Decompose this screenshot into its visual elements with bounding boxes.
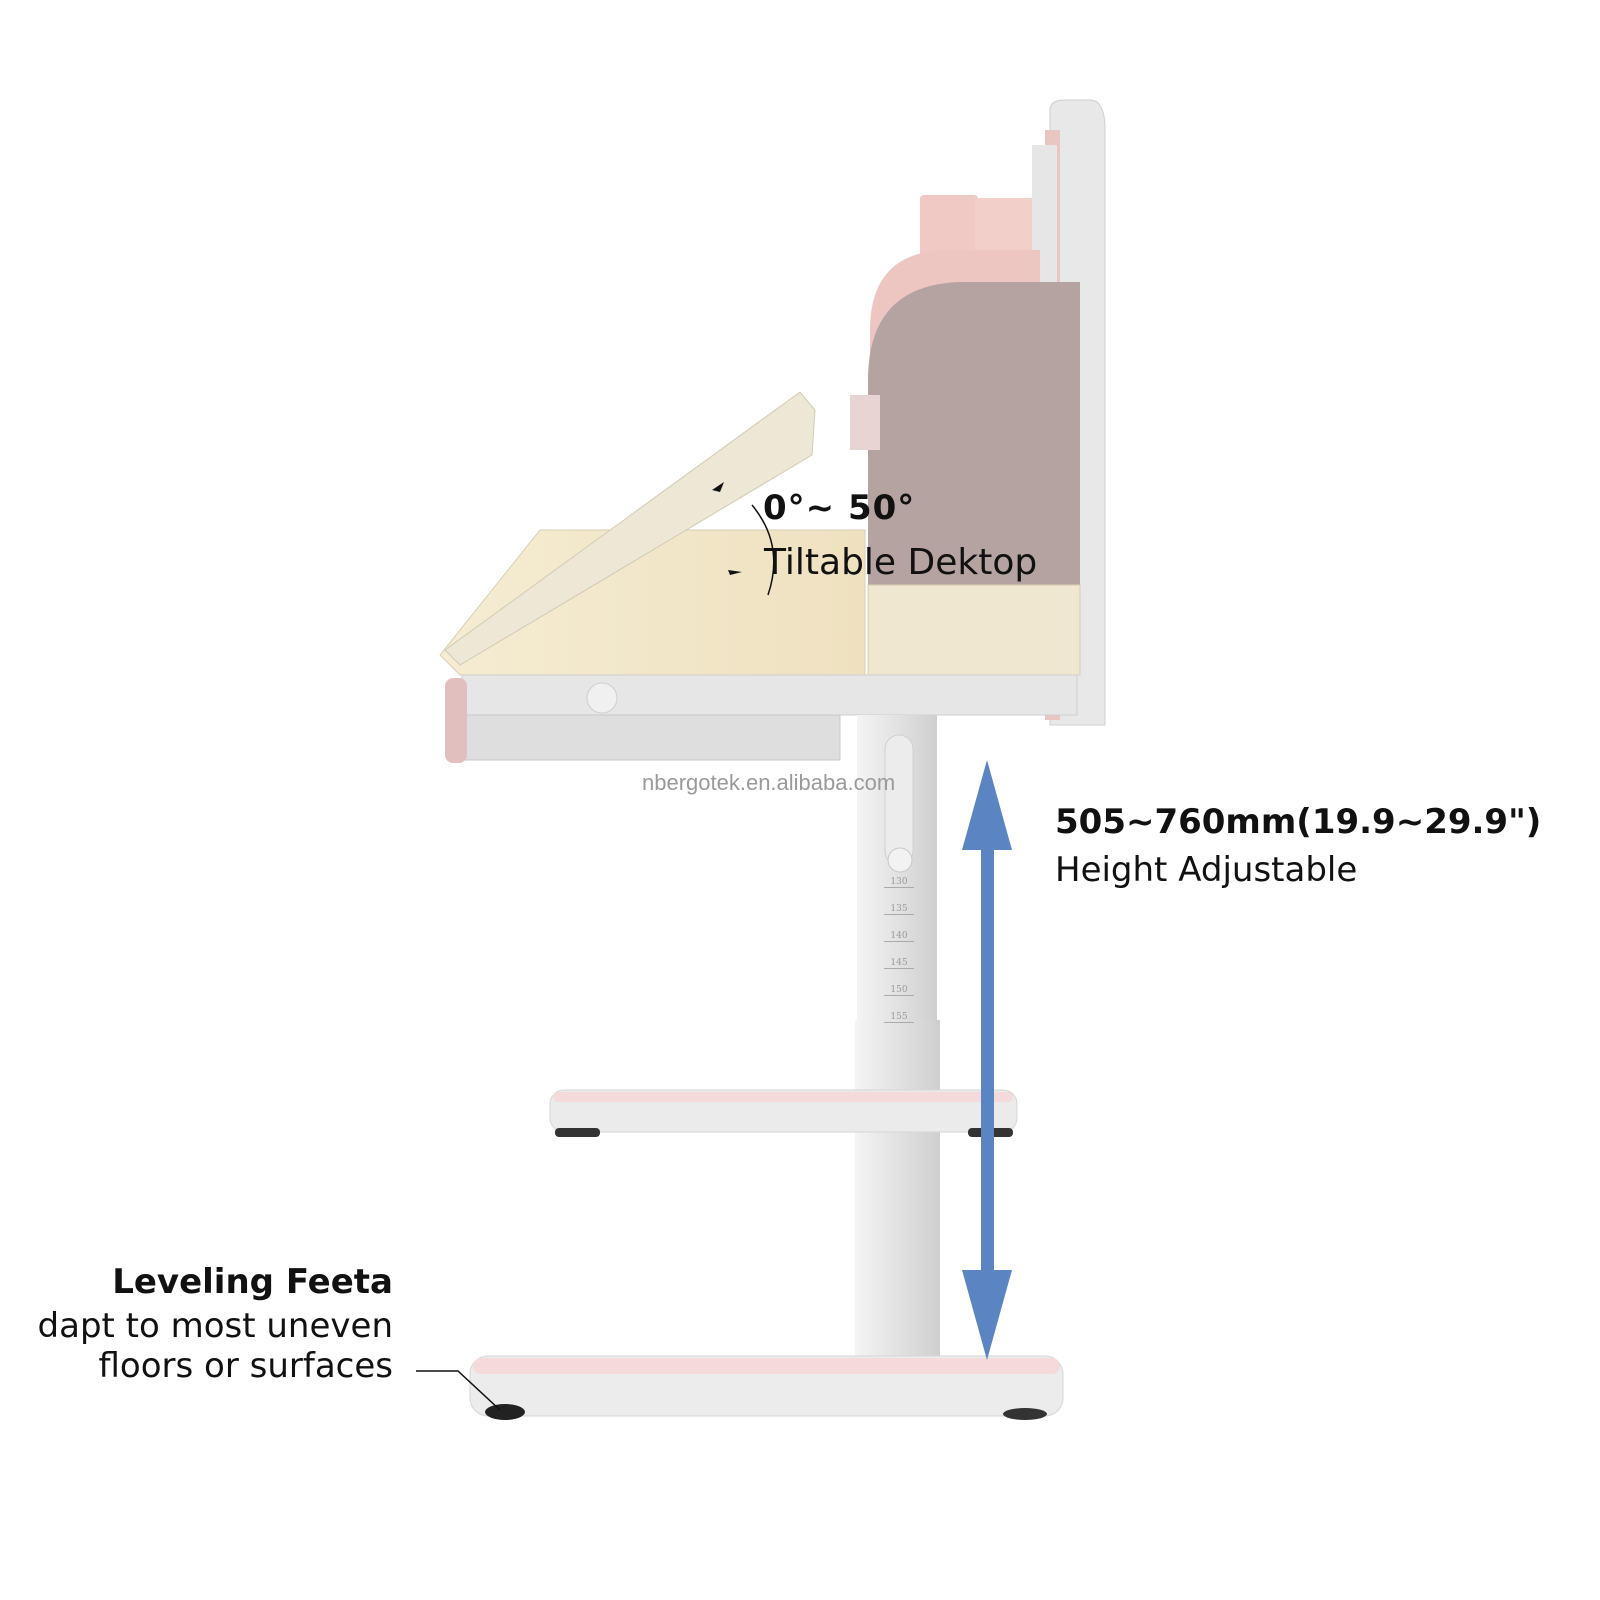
hutch-side [868, 282, 1080, 670]
angle-arc [751, 504, 775, 596]
tilt-knob [586, 682, 618, 714]
leveling-pointer [416, 1370, 501, 1411]
height-arrow [962, 760, 1012, 1360]
scale-mark: 150 [884, 985, 914, 996]
under-frame [461, 674, 1078, 716]
height-range: 505~760mm(19.9~29.9") [1055, 802, 1542, 842]
scale-mark: 155 [884, 1012, 914, 1023]
tilt-angle-range: 0°~ 50° [763, 488, 916, 528]
crank-slot [884, 734, 914, 866]
leveling-title: Leveling Feeta [112, 1262, 393, 1302]
drawer [461, 714, 841, 761]
leveling-desc-1: dapt to most uneven [37, 1306, 393, 1346]
scale-mark: 130 [884, 877, 914, 888]
leveling-desc-2: floors or surfaces [98, 1346, 393, 1386]
scale-mark: 145 [884, 958, 914, 969]
column-lower [855, 1020, 940, 1372]
desktop [439, 529, 866, 676]
tilt-label: Tiltable Dektop [764, 542, 1038, 583]
scale-mark: 140 [884, 931, 914, 942]
crank-knob [887, 847, 913, 873]
tilted-board [444, 391, 816, 666]
scale-mark: 135 [884, 904, 914, 915]
leveling-foot [485, 1404, 525, 1420]
height-label: Height Adjustable [1055, 850, 1358, 890]
desktop-fixed [867, 584, 1081, 676]
watermark: nbergotek.en.alibaba.com [642, 770, 896, 795]
